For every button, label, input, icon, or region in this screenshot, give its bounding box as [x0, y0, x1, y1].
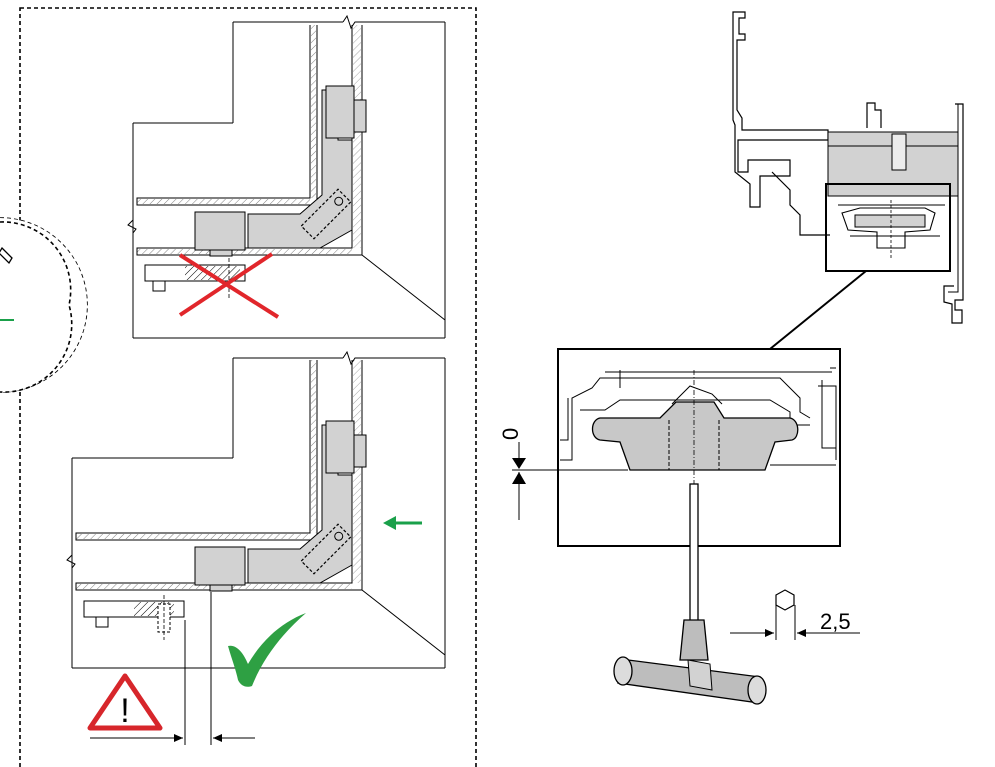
allen-key-tool-icon	[613, 483, 767, 705]
dashed-detail-frame	[19, 7, 477, 767]
hex-size-label: 2,5	[820, 609, 851, 634]
profile-section	[732, 11, 964, 324]
magnifier-content	[0, 221, 73, 393]
hex-key-icon: 2,5	[730, 589, 860, 640]
gap-zero-label: 0	[498, 428, 523, 440]
zoom-leader-line	[769, 270, 867, 350]
enlarged-detail: 0	[498, 348, 841, 547]
green-arrow-icon	[383, 516, 422, 530]
detail-incorrect	[127, 14, 446, 339]
zoom-source-box	[825, 183, 951, 272]
detail-correct: !	[66, 350, 446, 745]
clamp-part	[591, 401, 799, 471]
green-checkmark-icon	[228, 613, 306, 687]
warning-mark: !	[120, 692, 129, 730]
screwdriver-tip-icon	[0, 246, 13, 265]
red-cross-icon	[178, 252, 280, 319]
warning-triangle-icon: !	[87, 673, 163, 731]
